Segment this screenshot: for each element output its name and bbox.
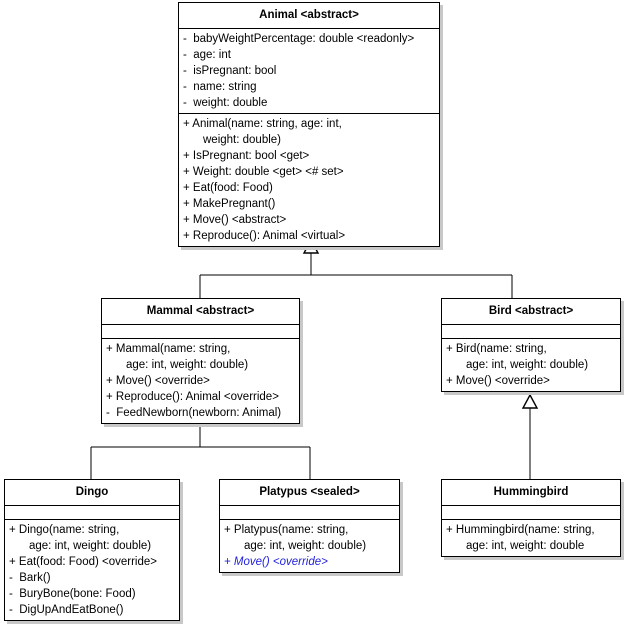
class-member-line: + Mammal(name: string, bbox=[106, 343, 231, 355]
class-operations-dingo: + Dingo(name: string, age: int, weight: d… bbox=[5, 520, 179, 620]
class-title-animal: Animal <abstract> bbox=[179, 3, 439, 29]
class-member-line: - babyWeightPercentage: double <readonly… bbox=[183, 33, 415, 45]
class-member-line: + Eat(food: Food) bbox=[183, 182, 273, 194]
class-member-line: + MakePregnant() bbox=[183, 198, 276, 210]
class-member-line: + IsPregnant: bool <get> bbox=[183, 150, 310, 162]
class-member-line: - BuryBone(bone: Food) bbox=[9, 588, 136, 600]
class-title-hummingbird: Hummingbird bbox=[442, 480, 620, 506]
class-member-line: + Platypus(name: string, bbox=[224, 524, 349, 536]
class-member-line: + Move() <override> bbox=[224, 556, 328, 568]
class-member-line: + Dingo(name: string, bbox=[9, 524, 120, 536]
class-box-bird[interactable]: Bird <abstract> + Bird(name: string, age:… bbox=[441, 298, 621, 392]
class-member-line: - DigUpAndEatBone() bbox=[9, 604, 124, 616]
class-title-bird: Bird <abstract> bbox=[442, 299, 620, 325]
class-member-line: + Move() <abstract> bbox=[183, 214, 287, 226]
class-member-line: + Eat(food: Food) <override> bbox=[9, 556, 157, 568]
class-member-line: - age: int bbox=[183, 49, 231, 61]
class-attributes-hummingbird bbox=[442, 506, 620, 520]
class-member-line: weight: double) bbox=[203, 134, 281, 146]
class-attributes-animal: - babyWeightPercentage: double <readonly… bbox=[179, 29, 439, 114]
class-member-line: - name: string bbox=[183, 81, 257, 93]
class-member-line: + Reproduce(): Animal <virtual> bbox=[183, 230, 346, 242]
class-member-line: - isPregnant: bool bbox=[183, 65, 277, 77]
class-member-line: age: int, weight: double) bbox=[244, 540, 367, 552]
class-operations-animal: + Animal(name: string, age: int, weight: … bbox=[179, 114, 439, 246]
generalization-arrowhead-bird bbox=[521, 393, 539, 409]
class-member-line: + Reproduce(): Animal <override> bbox=[106, 391, 279, 403]
class-attributes-platypus bbox=[220, 506, 399, 520]
class-member-line: - FeedNewborn(newborn: Animal) bbox=[106, 407, 282, 419]
class-member-line: + Move() <override> bbox=[446, 375, 550, 387]
class-member-line: age: int, weight: double bbox=[466, 540, 585, 552]
class-member-line: + Move() <override> bbox=[106, 375, 210, 387]
class-operations-platypus: + Platypus(name: string, age: int, weight… bbox=[220, 520, 399, 572]
class-attributes-dingo bbox=[5, 506, 179, 520]
class-box-hummingbird[interactable]: Hummingbird + Hummingbird(name: string, a… bbox=[441, 479, 621, 557]
class-attributes-mammal bbox=[102, 325, 299, 339]
class-box-animal[interactable]: Animal <abstract> - babyWeightPercentage… bbox=[178, 2, 440, 247]
class-member-line: - weight: double bbox=[183, 97, 268, 109]
class-member-line: + Hummingbird(name: string, bbox=[446, 524, 595, 536]
class-member-line: + Bird(name: string, bbox=[446, 343, 547, 355]
class-box-platypus[interactable]: Platypus <sealed> + Platypus(name: strin… bbox=[219, 479, 400, 573]
class-member-line: - Bark() bbox=[9, 572, 51, 584]
class-attributes-bird bbox=[442, 325, 620, 339]
class-member-line: age: int, weight: double) bbox=[29, 540, 152, 552]
class-box-mammal[interactable]: Mammal <abstract> + Mammal(name: string,… bbox=[101, 298, 300, 424]
class-title-mammal: Mammal <abstract> bbox=[102, 299, 299, 325]
class-member-line: age: int, weight: double) bbox=[466, 359, 589, 371]
class-box-dingo[interactable]: Dingo + Dingo(name: string, age: int, wei… bbox=[4, 479, 180, 621]
class-operations-bird: + Bird(name: string, age: int, weight: do… bbox=[442, 339, 620, 391]
class-member-line: + Weight: double <get> <# set> bbox=[183, 166, 344, 178]
class-operations-mammal: + Mammal(name: string, age: int, weight: … bbox=[102, 339, 299, 423]
class-operations-hummingbird: + Hummingbird(name: string, age: int, wei… bbox=[442, 520, 620, 556]
class-title-platypus: Platypus <sealed> bbox=[220, 480, 399, 506]
class-title-dingo: Dingo bbox=[5, 480, 179, 506]
class-member-line: age: int, weight: double) bbox=[126, 359, 249, 371]
class-member-line: + Animal(name: string, age: int, bbox=[183, 118, 342, 130]
